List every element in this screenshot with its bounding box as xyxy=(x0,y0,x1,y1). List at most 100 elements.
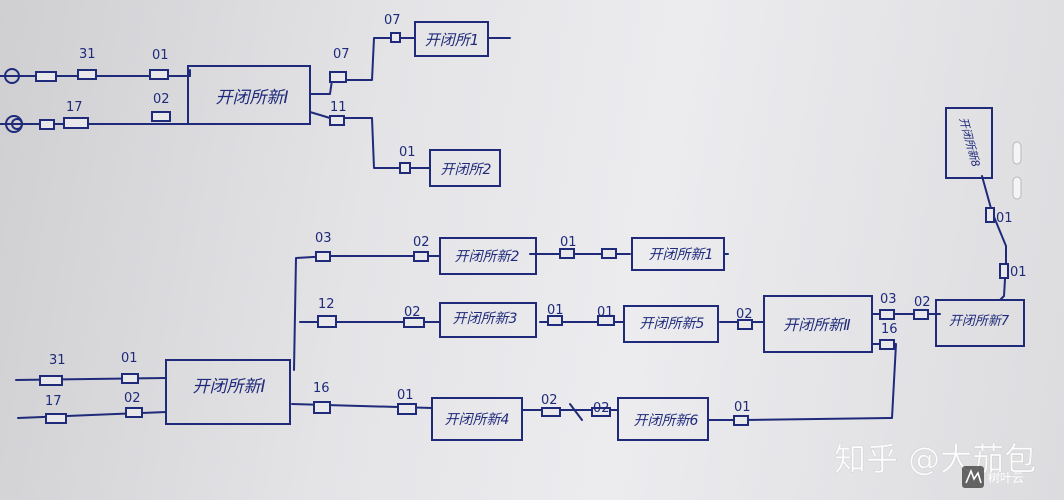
connection-line xyxy=(309,111,401,169)
station-label-kbs-new-1: 开闭所新1 xyxy=(649,247,714,263)
switch-number: 03 xyxy=(315,231,332,246)
station-label-kbs-new-1-top: 开闭所新Ⅰ xyxy=(215,88,288,108)
switch-icon xyxy=(591,407,611,417)
switch-icon xyxy=(151,111,171,122)
switch-number: 02 xyxy=(404,305,421,320)
switch-number: 02 xyxy=(124,391,141,406)
switch-icon xyxy=(317,315,337,328)
station-label-kbs-new-2: 开闭所新2 xyxy=(455,249,520,265)
binder-clip-icon xyxy=(1012,141,1022,200)
switch-number: 12 xyxy=(318,297,335,312)
switch-number: 02 xyxy=(153,92,170,107)
switch-icon xyxy=(329,71,347,83)
switch-number: 03 xyxy=(880,292,897,307)
kbs-new-2-box xyxy=(439,237,537,275)
kbs-1-box xyxy=(414,21,489,57)
switch-icon xyxy=(315,251,331,262)
switch-number: 07 xyxy=(384,13,401,28)
switch-number: 16 xyxy=(881,322,898,337)
switch-number: 01 xyxy=(121,351,138,366)
switch-number: 02 xyxy=(736,307,753,322)
switch-number: 02 xyxy=(593,401,610,416)
switch-icon xyxy=(597,315,615,326)
switch-icon xyxy=(737,319,753,330)
switch-number: 01 xyxy=(560,235,577,250)
switch-icon xyxy=(329,115,345,126)
switch-icon xyxy=(559,248,575,259)
switch-number: 17 xyxy=(66,100,83,115)
switch-number: 02 xyxy=(413,235,430,250)
switch-number: 16 xyxy=(313,381,330,396)
station-label-kbs-new-6: 开闭所新6 xyxy=(634,413,699,429)
station-label-kbs-new-5: 开闭所新5 xyxy=(640,316,705,332)
switch-icon xyxy=(77,69,97,80)
switch-number: 01 xyxy=(734,400,751,415)
switch-number: 01 xyxy=(397,388,414,403)
logo-mark-icon xyxy=(965,468,982,484)
watermark-logo-text: 树叶云 xyxy=(988,470,1024,485)
switch-icon xyxy=(39,375,63,386)
kbs-new-7-box xyxy=(935,299,1025,347)
connection-line xyxy=(293,255,441,371)
diagram-boxes xyxy=(4,21,1025,441)
station-label-kbs-new-7: 开闭所新7 xyxy=(949,314,1010,329)
transformer-icon xyxy=(11,118,23,130)
station-label-kbs-new-ii: 开闭所新Ⅱ xyxy=(783,316,850,334)
switch-icon xyxy=(879,309,895,320)
diagram-lines xyxy=(0,37,1007,421)
switch-number: 02 xyxy=(541,393,558,408)
switch-icon xyxy=(390,32,401,43)
connection-line xyxy=(743,343,897,421)
switch-icon xyxy=(999,263,1009,279)
connection-line xyxy=(15,377,167,381)
generator-icon xyxy=(4,68,20,84)
kbs-2-box xyxy=(429,149,501,187)
switch-icon xyxy=(125,407,143,418)
station-label-kbs-new-4: 开闭所新4 xyxy=(445,412,510,428)
kbs-new-4-box xyxy=(431,397,523,441)
switch-icon xyxy=(403,317,425,328)
connection-line xyxy=(17,411,167,419)
switch-number: 01 xyxy=(399,145,416,160)
switch-icon xyxy=(541,407,561,417)
switch-number: 07 xyxy=(333,47,350,62)
switch-icon xyxy=(399,162,411,174)
switch-number: 01 xyxy=(547,303,564,318)
switch-number: 01 xyxy=(152,48,169,63)
watermark-text: 知乎 @大茄包 xyxy=(834,440,1036,478)
station-label-kbs-2: 开闭所2 xyxy=(441,162,492,178)
switch-number: 17 xyxy=(45,394,62,409)
switch-icon xyxy=(313,401,331,414)
switch-icon xyxy=(601,248,617,259)
switch-icon xyxy=(149,69,169,80)
kbs-new-1-bottom-box xyxy=(165,359,291,425)
connection-line xyxy=(309,37,398,95)
kbs-new-5-box xyxy=(623,305,719,343)
station-label-kbs-new-1-bottom: 开闭所新Ⅰ xyxy=(192,377,265,397)
switch-icon xyxy=(413,251,429,262)
kbs-new-6-box xyxy=(617,397,709,441)
switch-icon xyxy=(397,403,417,415)
kbs-new-1-box xyxy=(631,237,725,271)
switch-icon xyxy=(39,119,55,130)
open-point-slash xyxy=(569,403,583,421)
switch-number: 01 xyxy=(1010,265,1027,280)
station-label-kbs-new-8: 开闭所新8 xyxy=(957,116,983,169)
switch-number: 31 xyxy=(49,353,66,368)
kbs-new-3-box xyxy=(439,302,537,338)
kbs-new-1-top-box xyxy=(187,65,311,125)
switch-icon xyxy=(733,415,749,426)
switch-icon xyxy=(879,339,895,350)
switch-number: 11 xyxy=(330,100,347,115)
switch-icon xyxy=(547,315,563,326)
switch-icon xyxy=(63,117,89,129)
switch-number: 31 xyxy=(79,47,96,62)
switch-number: 02 xyxy=(914,295,931,310)
kbs-new-ii-box xyxy=(763,295,873,353)
station-label-kbs-new-3: 开闭所新3 xyxy=(453,311,518,327)
station-label-kbs-1: 开闭所1 xyxy=(425,31,480,49)
connection-line xyxy=(981,175,1007,301)
switch-icon xyxy=(35,71,57,82)
switch-icon xyxy=(45,413,67,424)
